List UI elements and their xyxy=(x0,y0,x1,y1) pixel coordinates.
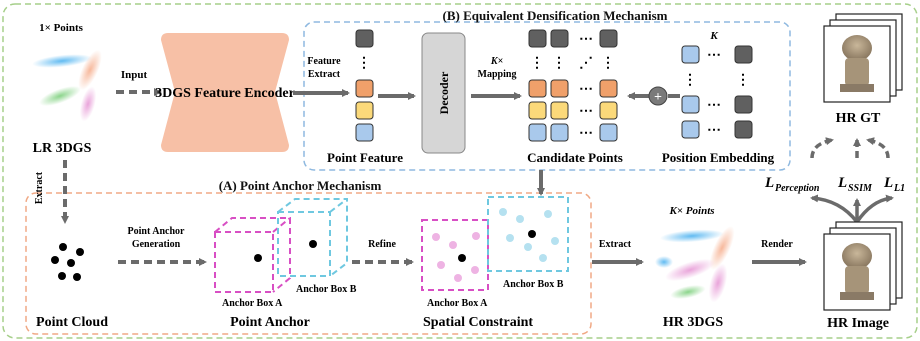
plus-node xyxy=(648,86,668,106)
lr-3dgs-label: LR 3DGS xyxy=(33,141,92,156)
feature-extract-label-2: Extract xyxy=(308,69,341,80)
k-mapping-label-2: Mapping xyxy=(478,69,517,80)
hr-gt-stack xyxy=(823,13,903,103)
spatial-b-points xyxy=(499,208,559,262)
anchor-b-point xyxy=(309,240,317,248)
lr-3dgs-gaussians xyxy=(32,49,102,122)
svg-text:SSIM: SSIM xyxy=(848,183,873,194)
anchor-box-b2-label: Anchor Box B xyxy=(503,279,564,290)
point-feature-label: Point Feature xyxy=(327,150,403,165)
k-points-label: K× Points xyxy=(668,205,714,217)
plus-sign: + xyxy=(654,90,662,105)
svg-text:⋯: ⋯ xyxy=(579,126,593,141)
svg-text:⋮: ⋮ xyxy=(357,56,371,71)
hr-3dgs-gaussians xyxy=(655,225,735,303)
svg-text:⋯: ⋯ xyxy=(579,104,593,119)
hr-image-stack xyxy=(823,221,903,311)
feature-encoder-block xyxy=(161,33,289,152)
refine-label: Refine xyxy=(368,239,396,250)
k-label: K xyxy=(709,30,718,42)
svg-text:⋮: ⋮ xyxy=(736,73,750,88)
svg-text:L1: L1 xyxy=(893,183,905,194)
candidate-points-label: Candidate Points xyxy=(527,150,623,165)
hr-gt-label: HR GT xyxy=(836,111,881,126)
spatial-b-anchor xyxy=(528,230,536,238)
svg-text:⋮: ⋮ xyxy=(601,56,615,71)
point-cloud-dots xyxy=(51,243,84,281)
section-a-title: (A) Point Anchor Mechanism xyxy=(219,178,382,193)
svg-text:⋰: ⋰ xyxy=(579,56,593,71)
point-anchor-label: Point Anchor xyxy=(230,315,310,330)
hr-image-label: HR Image xyxy=(827,316,889,331)
extract-horizontal-label: Extract xyxy=(599,239,632,250)
k-mapping-label-1: K× xyxy=(490,56,504,67)
l1-to-gt-arrow xyxy=(866,137,890,159)
anchor-a-point xyxy=(254,254,262,262)
spatial-a-points xyxy=(432,232,480,282)
point-anchor-frame xyxy=(25,192,592,335)
hr-3dgs-label: HR 3DGS xyxy=(663,315,724,330)
spatial-constraint-label: Spatial Constraint xyxy=(423,315,533,330)
anchor-box-b-label: Anchor Box B xyxy=(296,284,357,295)
anchor-box-a-label: Anchor Box A xyxy=(222,298,283,309)
loss-ssim: L SSIM xyxy=(837,175,873,194)
outer-frame xyxy=(2,3,918,339)
svg-text:⋮: ⋮ xyxy=(530,56,544,71)
point-cloud-label: Point Cloud xyxy=(36,315,108,330)
input-label: Input xyxy=(121,69,148,81)
decoder-block xyxy=(421,32,466,154)
image-to-l1-arrow xyxy=(855,194,894,223)
point-feature-column: ⋮ xyxy=(355,29,374,142)
render-label: Render xyxy=(761,239,793,250)
pa-gen-label-1: Point Anchor xyxy=(128,226,186,237)
svg-text:L: L xyxy=(764,175,774,191)
feature-extract-label-1: Feature xyxy=(307,56,341,67)
position-embedding-label: Position Embedding xyxy=(662,150,775,165)
pa-gen-label-2: Generation xyxy=(132,239,181,250)
svg-text:⋯: ⋯ xyxy=(707,98,721,113)
spatial-a-anchor xyxy=(458,254,466,262)
anchor-box-a2-label: Anchor Box A xyxy=(427,298,488,309)
svg-text:⋯: ⋯ xyxy=(579,32,593,47)
svg-text:L: L xyxy=(883,175,893,191)
svg-text:L: L xyxy=(837,175,847,191)
anchor-box-a-cube xyxy=(214,217,291,293)
svg-text:⋯: ⋯ xyxy=(579,82,593,97)
one-x-points-label: 1× Points xyxy=(39,22,84,34)
anchor-box-b-cube xyxy=(277,198,348,277)
position-embedding-grid: ⋯ ⋮ ⋮ ⋯ ⋯ xyxy=(681,45,753,139)
decoder-label: Decoder xyxy=(437,71,451,114)
perception-to-gt-arrow xyxy=(810,137,834,159)
svg-text:⋯: ⋯ xyxy=(707,123,721,138)
equivalent-densification-frame xyxy=(303,21,791,171)
svg-text:⋯: ⋯ xyxy=(707,48,721,63)
image-to-perception-arrow xyxy=(810,194,859,224)
candidate-points-grid: ⋯ ⋮ ⋮ ⋰ ⋮ ⋯ ⋯ ⋯ xyxy=(528,29,618,142)
encoder-label: 3DGS Feature Encoder xyxy=(155,86,295,101)
loss-perception: L Perception xyxy=(764,175,820,194)
svg-text:⋮: ⋮ xyxy=(683,73,697,88)
extract-vertical-label: Extract xyxy=(34,171,45,204)
svg-text:⋮: ⋮ xyxy=(552,56,566,71)
loss-l1: L L1 xyxy=(883,175,905,194)
section-b-title: (B) Equivalent Densification Mechanism xyxy=(443,8,668,23)
svg-text:Perception: Perception xyxy=(775,183,820,194)
spatial-box-b xyxy=(487,196,569,272)
